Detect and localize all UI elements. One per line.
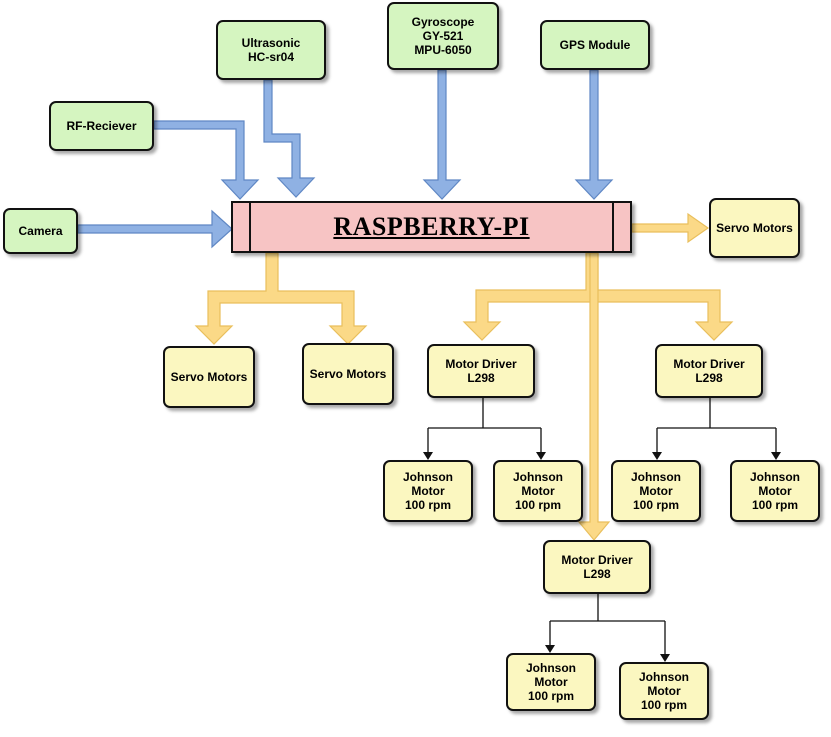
arrowhead-motor-6 <box>660 654 670 662</box>
arrowhead-motor-1 <box>423 452 433 460</box>
rf-receiver-node: RF-Reciever <box>49 101 154 151</box>
camera-node: Camera <box>3 208 78 254</box>
hub-label: RASPBERRY-PI <box>333 212 530 241</box>
arrow-gps-to-hub <box>574 69 614 200</box>
johnson-motor-6: Johnson Motor 100 rpm <box>619 662 709 720</box>
servo-motors-right: Servo Motors <box>709 198 800 258</box>
connector-driver-bottom-to-motors <box>549 594 666 654</box>
arrow-camera-to-hub <box>77 209 233 249</box>
hub-left-bar <box>249 203 251 251</box>
hub-right-bar <box>612 203 614 251</box>
arrow-hub-to-servo-group <box>194 252 368 345</box>
servo-motors-left-1: Servo Motors <box>163 346 255 408</box>
motor-driver-left: Motor Driver L298 <box>427 344 535 398</box>
arrow-hub-to-driver-bottom <box>577 252 611 541</box>
motor-driver-bottom: Motor Driver L298 <box>543 540 651 594</box>
raspberry-pi-hub: RASPBERRY-PI <box>231 201 632 253</box>
arrowhead-motor-5 <box>545 645 555 653</box>
connector-driver-right-to-motors <box>656 398 777 452</box>
motor-driver-right: Motor Driver L298 <box>655 344 763 398</box>
johnson-motor-5: Johnson Motor 100 rpm <box>506 653 596 711</box>
arrowhead-motor-4 <box>771 452 781 460</box>
arrow-hub-to-servo-right <box>631 212 710 244</box>
arrowhead-motor-2 <box>536 452 546 460</box>
johnson-motor-1: Johnson Motor 100 rpm <box>383 460 473 522</box>
ultrasonic-sensor-node: Ultrasonic HC-sr04 <box>216 20 326 80</box>
arrow-gyroscope-to-hub <box>422 69 462 200</box>
arrowhead-motor-3 <box>652 452 662 460</box>
servo-motors-left-2: Servo Motors <box>302 343 394 405</box>
gyroscope-node: Gyroscope GY-521 MPU-6050 <box>387 2 499 70</box>
johnson-motor-3: Johnson Motor 100 rpm <box>611 460 701 522</box>
johnson-motor-2: Johnson Motor 100 rpm <box>493 460 583 522</box>
connector-driver-left-to-motors <box>427 398 542 452</box>
gps-module-node: GPS Module <box>540 20 650 70</box>
arrow-ultrasonic-to-hub <box>263 79 316 198</box>
johnson-motor-4: Johnson Motor 100 rpm <box>730 460 820 522</box>
arrow-rf-to-hub <box>153 120 260 200</box>
